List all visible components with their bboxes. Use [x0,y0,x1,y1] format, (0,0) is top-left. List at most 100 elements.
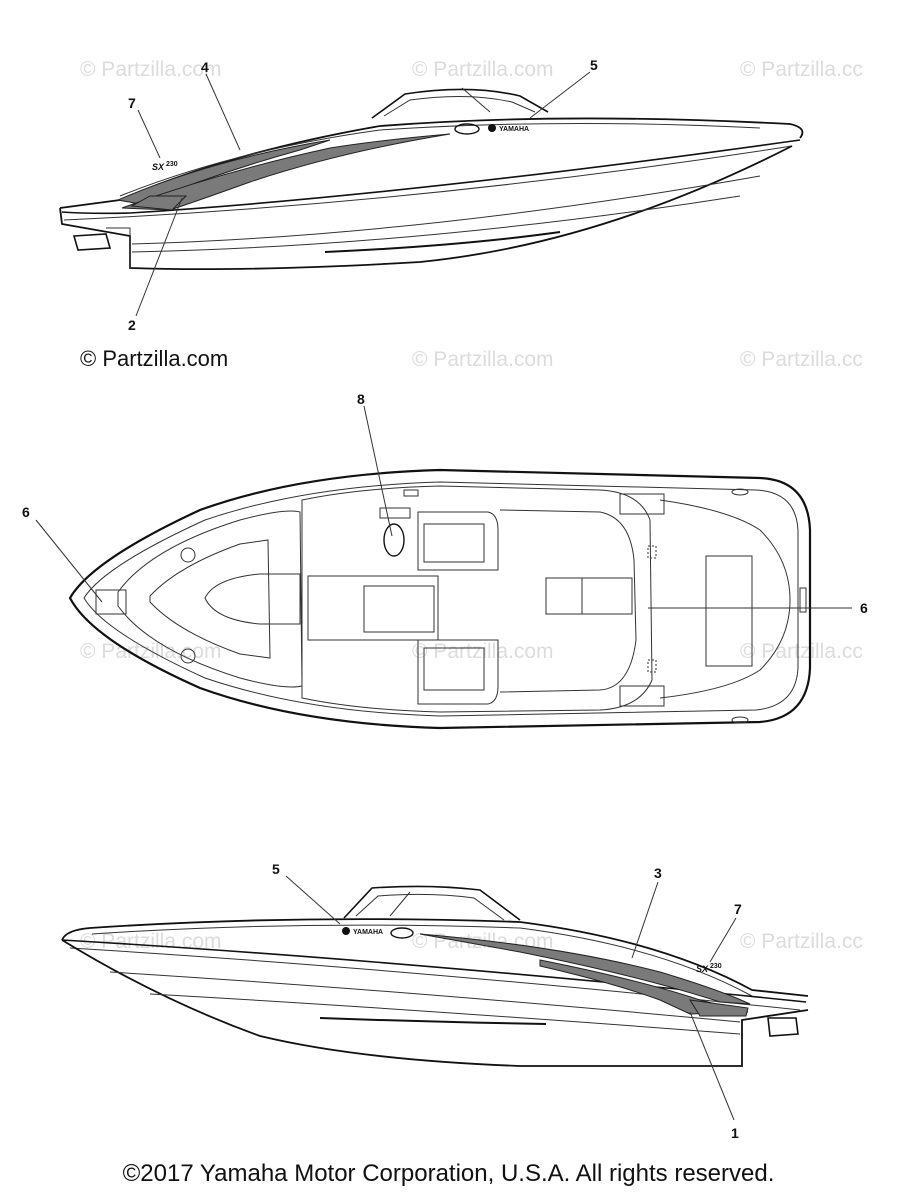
watermark: © Partzilla.cc [740,348,863,371]
deck-line [59,117,804,209]
leader-line-6 [35,519,103,603]
watermark: © Partzilla.com [412,58,554,81]
bow-cupholder [180,648,196,664]
aft-hatch [545,577,583,615]
transom [106,227,131,268]
graphic-stern-block [689,999,749,1017]
hull-outline [59,145,793,271]
leader-line-3 [631,881,659,959]
hull-strake-2 [149,993,741,1035]
bow-locker [95,589,127,615]
leader-line-1 [689,1011,735,1121]
drain-marker [647,659,657,673]
model-logo-sub: 230 [710,963,722,970]
copyright-footer: ©2017 Yamaha Motor Corporation, U.S.A. A… [122,1160,775,1187]
graphic-upper-stripe [116,139,331,205]
windshield-inner [383,95,536,117]
yamaha-emblem-icon [342,927,350,935]
passenger-seat [417,639,499,705]
leader-line-2 [135,197,183,317]
passenger-seat-cushion [423,647,485,691]
yamaha-badge: YAMAHA [353,929,383,936]
leader-line-5 [285,875,341,925]
callout-3: 3 [654,865,662,881]
bow-footwell [204,573,301,625]
deck-line [61,918,809,997]
aft-step [581,577,633,615]
hull-outline-top [68,468,812,730]
callout-5: 5 [590,57,598,73]
deck-hatch [454,123,480,135]
windshield-frame [389,891,411,917]
yamaha-emblem-icon [488,124,496,132]
helm-seat [417,511,499,571]
stern-storage [619,685,665,707]
dash-gauge [403,489,419,497]
callout-6: 6 [22,504,30,520]
helm-seat-cushion [423,523,485,563]
watermark: © Partzilla.com [412,640,554,663]
model-logo-sub: 230 [166,161,178,168]
callout-4: 4 [201,59,209,75]
leader-line-7 [137,109,161,159]
callout-8: 8 [357,391,365,407]
engine-hatch [705,555,753,667]
yamaha-badge: YAMAHA [499,126,529,133]
callout-1: 1 [731,1125,739,1141]
hull-outline [61,939,809,1067]
gunwale-inner [83,481,799,717]
callout-6: 6 [860,600,868,616]
watermark: © Partzilla.cc [740,640,863,663]
hull-stripe [319,1017,547,1025]
stern-cleat [731,716,749,724]
stern-cleat [731,488,749,496]
graphic-upper-stripe [419,933,751,1005]
bow-cupholder [180,547,196,563]
rub-rail-lower [63,145,793,221]
cockpit-outline [301,485,653,713]
leader-line-8 [363,405,393,537]
watermark: © Partzilla.cc [740,930,863,953]
deck-inner-line [119,122,761,197]
boat-top-view: 8 6 6 [22,391,868,730]
steering-wheel [383,523,405,557]
walkthru-floor [307,575,439,641]
sun-pad-outline [659,499,791,699]
rub-rail [61,139,801,215]
deck-inner-line [91,924,753,997]
callout-5: 5 [272,861,280,877]
model-logo: SX [696,964,709,974]
windshield-inner [355,893,505,921]
windshield-outline [343,885,521,921]
hull-stripe [324,231,561,253]
hull-strake-2 [131,195,741,253]
deck-hatch [390,927,414,939]
bow-seating-inner [149,539,271,659]
watermark: © Partzilla.com [412,348,554,371]
dash-panel [379,507,411,519]
drain-marker [647,545,657,559]
boat-side-view-top: YAMAHA SX 230 4 5 7 2 [59,57,804,333]
hull-strake-1 [109,971,741,1023]
callout-7: 7 [128,95,136,111]
graphic-lower-stripe [121,133,451,211]
watermark-primary: © Partzilla.com [80,346,228,371]
leader-line-7 [709,917,737,963]
leader-line-4 [205,73,241,151]
leader-line-5 [529,71,591,119]
walkthru-panel [363,585,435,633]
watermark: © Partzilla.cc [740,58,863,81]
callout-7: 7 [734,901,742,917]
model-logo: SX [152,162,165,172]
aft-lounge [499,509,637,693]
callout-2: 2 [128,317,136,333]
stern-storage [619,493,665,515]
boat-side-view-bottom: YAMAHA SX 230 5 3 7 1 [61,861,809,1141]
stern-ladder [799,587,807,613]
graphic-stern-block [130,195,188,211]
outdrive [72,233,112,251]
hull-strake-1 [131,175,761,245]
watermark: © Partzilla.com [80,58,222,81]
windshield-frame [461,87,491,113]
